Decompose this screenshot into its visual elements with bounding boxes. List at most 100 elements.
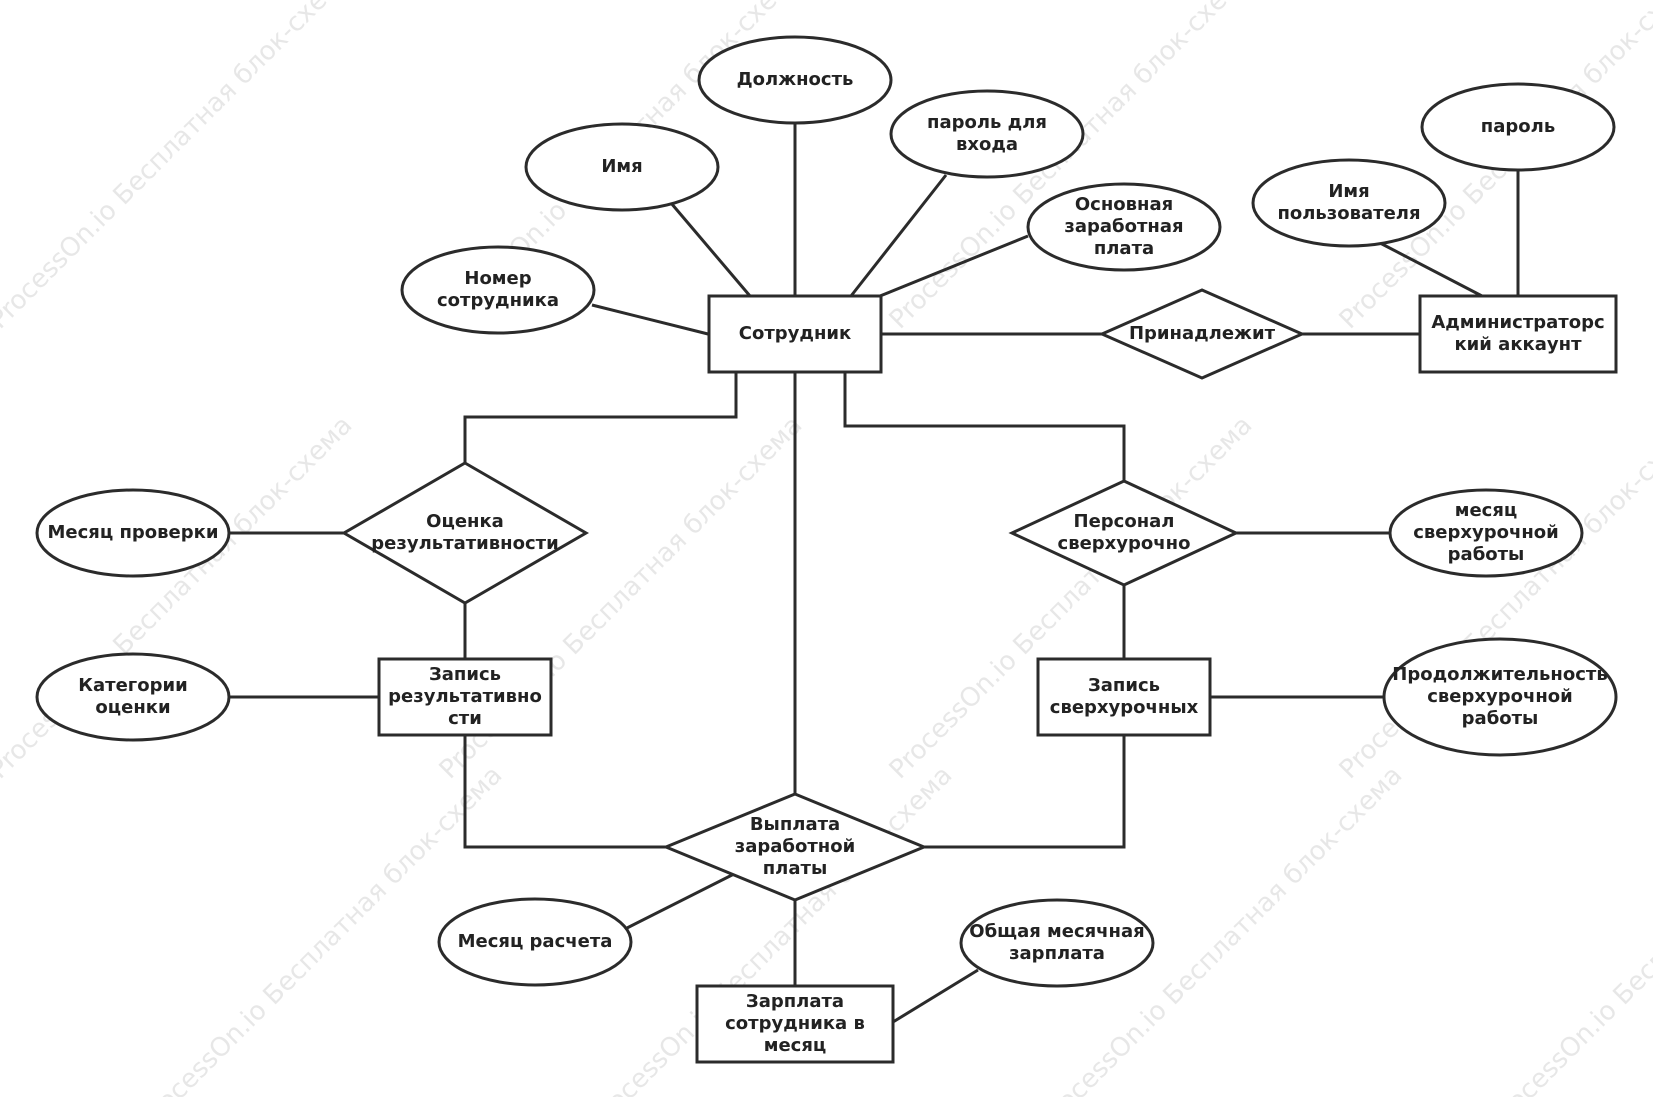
node-label-line: Оценка: [426, 511, 504, 532]
node-label-line: пароль для: [927, 112, 1047, 133]
node-label-line: пароль: [1481, 116, 1555, 137]
attribute-ellipse: [35, 652, 231, 742]
node-label-line: заработной: [735, 836, 855, 857]
node-label-line: кий аккаунт: [1454, 334, 1582, 355]
attribute-ellipse: [400, 245, 596, 335]
node-label-line: месяц: [764, 1035, 827, 1056]
node-label-line: сти: [448, 708, 482, 729]
relationship-belongs: Принадлежит: [1098, 288, 1306, 380]
node-label-line: Принадлежит: [1129, 323, 1276, 344]
node-label-line: Запись: [1088, 675, 1160, 696]
relationship-diamond: [1008, 479, 1240, 587]
node-label-line: Администраторс: [1431, 312, 1604, 333]
attribute-ellipse: [35, 488, 231, 578]
relationship-diamond: [341, 461, 589, 605]
node-label-line: Имя: [1328, 181, 1369, 202]
attribute-position: Должность: [697, 35, 893, 125]
attribute-ellipse: [1388, 488, 1584, 578]
node-label-line: Должность: [737, 69, 854, 90]
entity-box: [707, 294, 883, 374]
edge-monthly-salary-total: [892, 968, 979, 1024]
edge-employee-staff-overtime: [843, 372, 1126, 481]
attribute-admin-password: пароль: [1420, 82, 1616, 172]
node-label-line: результативно: [388, 686, 542, 707]
edge-perf-record-salary-payment: [463, 734, 667, 849]
node-label-line: Номер: [464, 268, 531, 289]
node-label-line: Категории: [78, 675, 187, 696]
node-label-line: Месяц расчета: [458, 931, 613, 952]
node-label-line: плата: [1094, 238, 1154, 259]
attribute-ellipse: [889, 89, 1085, 179]
edge-employee-number: [591, 303, 709, 336]
attribute-ellipse: [697, 35, 893, 125]
edge-overtime-record-salary-payment: [924, 734, 1126, 849]
relationship-diamond: [1098, 288, 1306, 380]
watermark-text: ProcessOn.io Бесплатная блок-схема: [0, 0, 358, 335]
node-label-line: сверхурочно: [1058, 533, 1191, 554]
attribute-ellipse: [1420, 82, 1616, 172]
node-label-line: сверхурочной: [1427, 686, 1573, 707]
node-label-line: Месяц проверки: [48, 522, 219, 543]
node-label-line: Сотрудник: [739, 323, 851, 344]
node-label-line: работы: [1462, 708, 1539, 729]
node-label-line: месяц: [1455, 500, 1518, 521]
entity-employee: Сотрудник: [707, 294, 883, 374]
edge-employee-password: [849, 174, 948, 297]
node-label-line: платы: [763, 858, 827, 879]
watermark-text: ProcessOn.io Бесплатная блок-схема: [1484, 760, 1653, 1097]
node-label-line: работы: [1448, 544, 1525, 565]
relationship-diamond: [662, 792, 928, 902]
node-label-line: Запись: [429, 664, 501, 685]
node-label-line: результативности: [371, 533, 558, 554]
node-label-line: Выплата: [750, 814, 840, 835]
node-label-line: Основная: [1075, 194, 1173, 215]
node-label-line: Персонал: [1074, 511, 1175, 532]
node-label-line: Имя: [601, 156, 642, 177]
edge-admin-username: [1379, 241, 1483, 298]
entity-box: [695, 984, 895, 1064]
attribute-ellipse: [1382, 637, 1618, 757]
edge-employee-name: [669, 202, 752, 297]
node-label-line: зарплата: [1009, 943, 1105, 964]
node-label-line: Общая месячная: [969, 921, 1144, 942]
node-label-line: входа: [956, 134, 1018, 155]
edge-employee-base-salary: [879, 234, 1029, 298]
attribute-ellipse: [1026, 182, 1222, 272]
node-label-line: сверхурочной: [1413, 522, 1559, 543]
attribute-name: Имя: [524, 122, 720, 212]
attribute-ellipse: [1251, 158, 1447, 248]
node-label-line: заработная: [1064, 216, 1183, 237]
entity-box: [1418, 294, 1618, 374]
attribute-review-month: Месяц проверки: [35, 488, 231, 578]
edge-employee-perf-eval: [463, 372, 738, 463]
node-label-line: пользователя: [1277, 203, 1420, 224]
edge-salary-payment-calc-month: [626, 872, 735, 930]
node-label-line: Зарплата: [746, 991, 844, 1012]
node-label-line: сотрудника: [437, 290, 559, 311]
node-label-line: Продолжительность: [1392, 664, 1607, 685]
attribute-ellipse: [959, 898, 1155, 988]
attribute-calculation-month: Месяц расчета: [437, 897, 633, 987]
connectors: [229, 124, 1520, 1024]
attribute-ellipse: [524, 122, 720, 212]
node-label-line: оценки: [95, 697, 170, 718]
node-label-line: сотрудника в: [725, 1013, 865, 1034]
entity-box: [377, 657, 553, 737]
